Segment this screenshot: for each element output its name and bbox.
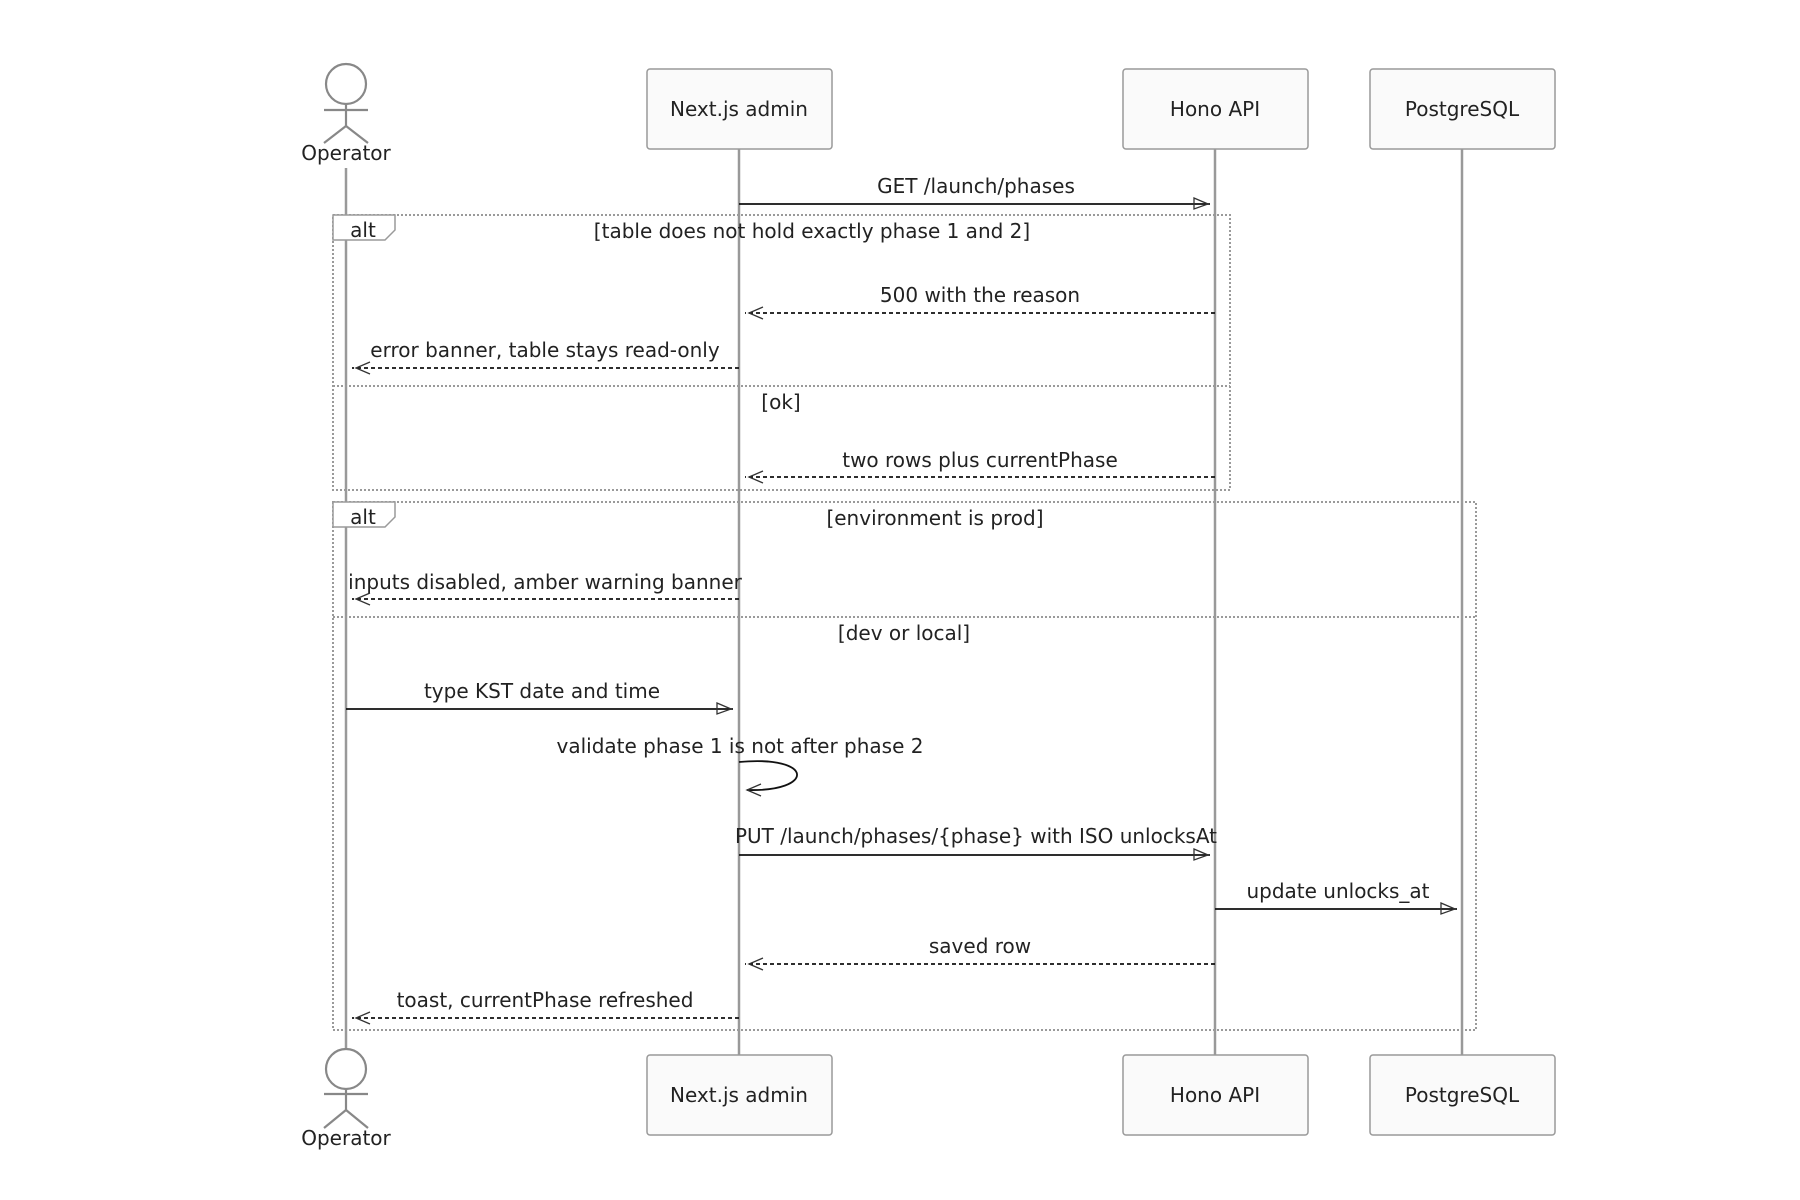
operator-actor-bottom: Operator [301,1047,392,1150]
message-update-db: update unlocks_at [1215,879,1457,915]
svg-text:toast, currentPhase refreshed: toast, currentPhase refreshed [397,988,694,1012]
svg-text:saved row: saved row [929,934,1031,958]
admin-participant-top: Next.js admin [646,68,833,150]
alt-fragment-label: alt [350,218,376,242]
svg-text:two rows plus currentPhase: two rows plus currentPhase [842,448,1118,472]
operator-label-top: Operator [301,141,391,165]
message-validate-self: validate phase 1 is not after phase 2 [556,734,924,797]
api-label-top: Hono API [1170,97,1260,121]
api-label-bottom: Hono API [1170,1083,1260,1107]
message-toast: toast, currentPhase refreshed [352,988,739,1025]
message-two-rows: two rows plus currentPhase [745,448,1215,484]
operator-label-bottom: Operator [301,1126,391,1150]
svg-text:type KST date and time: type KST date and time [424,679,660,703]
message-type-kst: type KST date and time [346,679,733,715]
alt-fragment-environment: alt [environment is prod] [dev or local] [332,501,1477,1031]
message-put-phase: PUT /launch/phases/{phase} with ISO unlo… [735,824,1217,861]
message-get-phases: GET /launch/phases [739,174,1210,210]
svg-text:PUT /launch/phases/{phase} wit: PUT /launch/phases/{phase} with ISO unlo… [735,824,1217,848]
operator-actor-top: Operator [301,62,392,165]
message-500-reason: 500 with the reason [745,283,1215,320]
alt-fragment-table-check: alt [table does not hold exactly phase 1… [332,214,1231,491]
db-label-bottom: PostgreSQL [1405,1083,1520,1107]
svg-text:validate phase 1 is not after: validate phase 1 is not after phase 2 [556,734,923,758]
db-label-top: PostgreSQL [1405,97,1520,121]
svg-text:error banner, table stays read: error banner, table stays read-only [370,338,720,362]
alt-condition-dev: [dev or local] [838,621,970,645]
alt-condition-ok: [ok] [761,390,800,414]
svg-text:inputs disabled, amber warning: inputs disabled, amber warning banner [348,570,742,594]
svg-text:update unlocks_at: update unlocks_at [1246,879,1429,903]
message-error-banner: error banner, table stays read-only [352,338,739,375]
admin-label-top: Next.js admin [670,97,808,121]
db-participant-bottom: PostgreSQL [1369,1054,1556,1136]
svg-text:GET /launch/phases: GET /launch/phases [877,174,1075,198]
message-saved-row: saved row [745,934,1215,971]
admin-label-bottom: Next.js admin [670,1083,808,1107]
svg-text:500 with the reason: 500 with the reason [880,283,1080,307]
api-participant-bottom: Hono API [1122,1054,1309,1136]
api-participant-top: Hono API [1122,68,1309,150]
alt-condition-table: [table does not hold exactly phase 1 and… [594,219,1030,243]
message-inputs-disabled: inputs disabled, amber warning banner [348,570,743,606]
alt-fragment-label: alt [350,505,376,529]
alt-condition-prod: [environment is prod] [826,506,1043,530]
admin-participant-bottom: Next.js admin [646,1054,833,1136]
db-participant-top: PostgreSQL [1369,68,1556,150]
